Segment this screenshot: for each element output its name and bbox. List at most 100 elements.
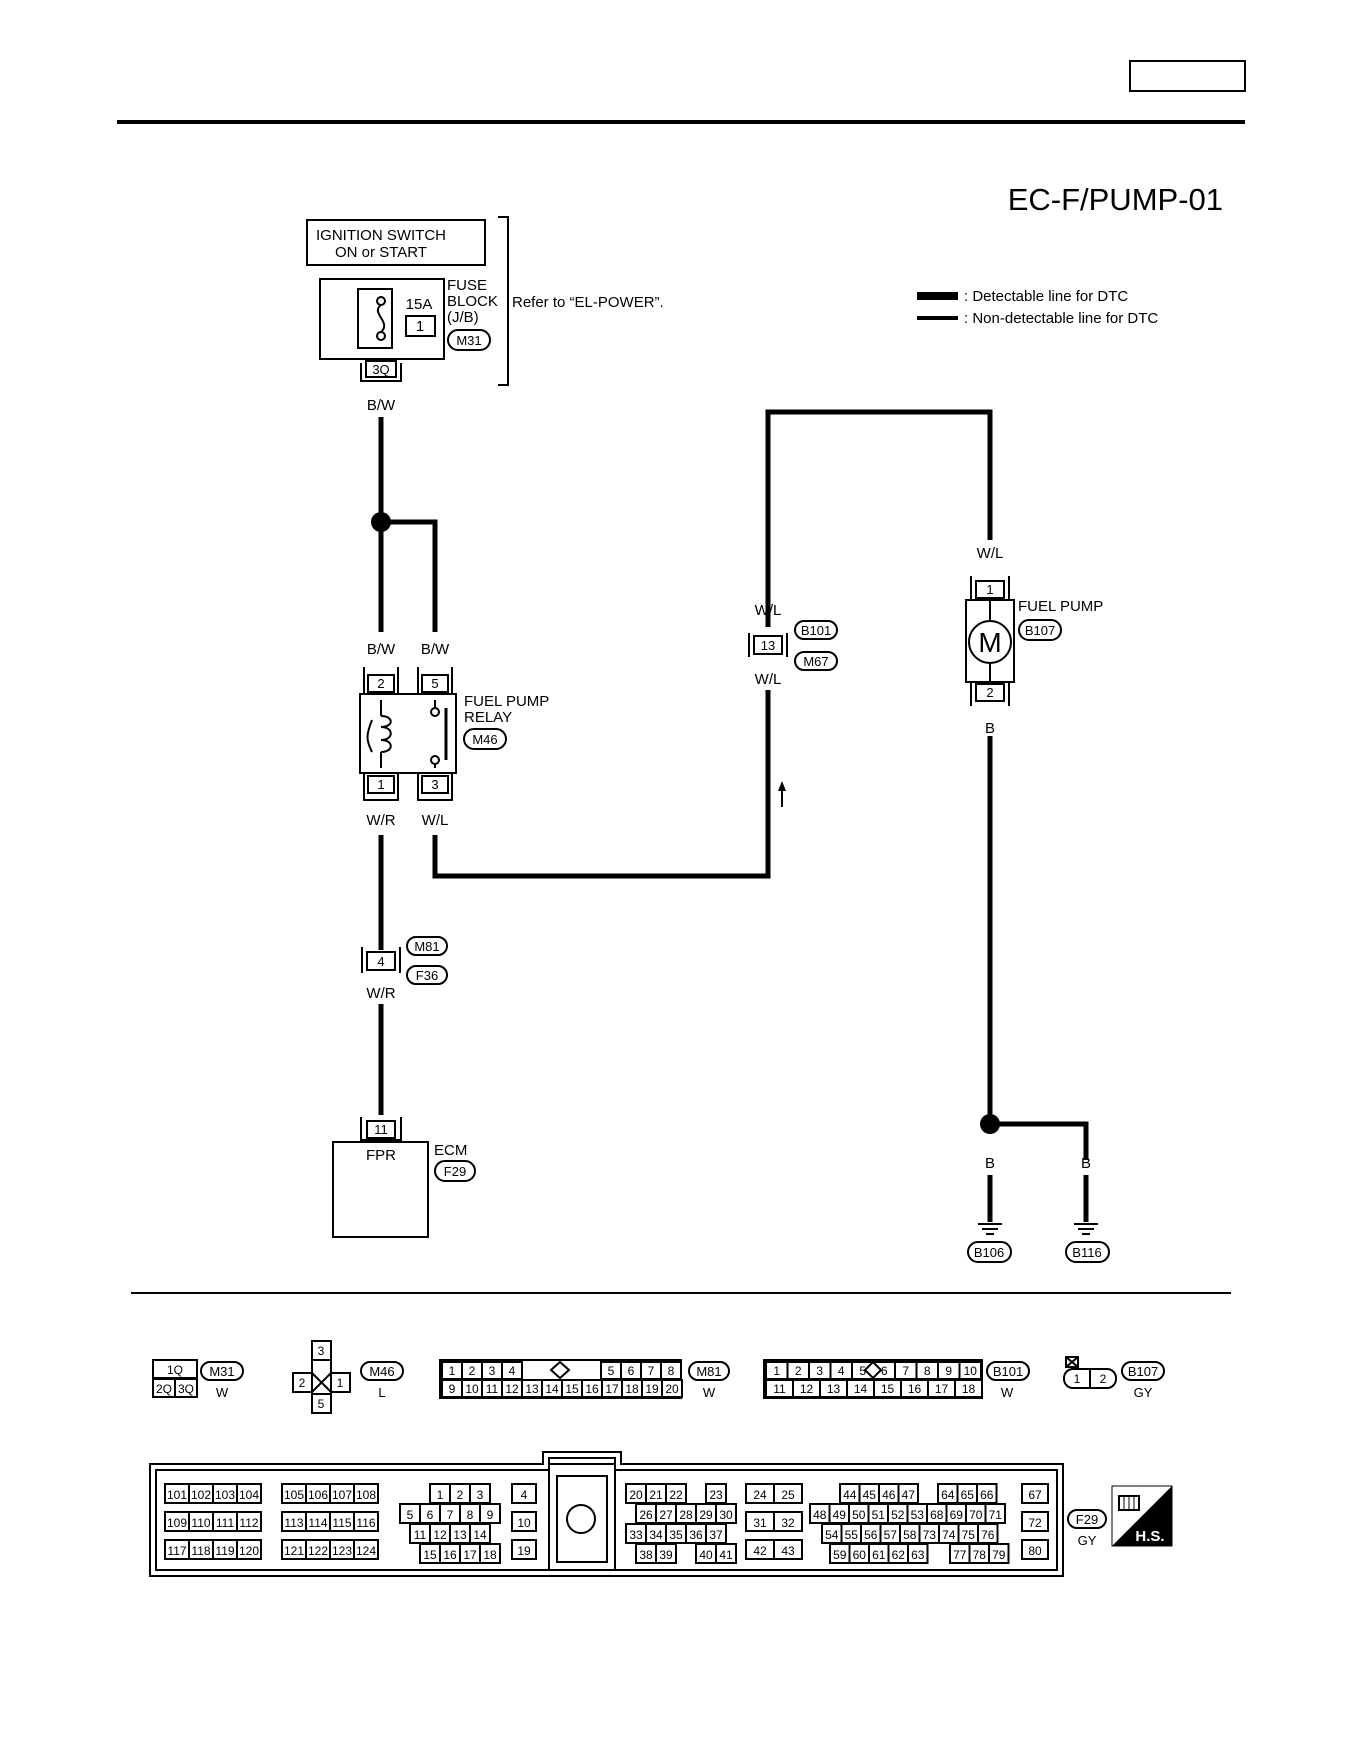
- pin-label: 4: [838, 1364, 845, 1378]
- pin-cell: [954, 1379, 983, 1398]
- pin-label: 55: [845, 1528, 859, 1542]
- pin-label: 18: [483, 1548, 497, 1562]
- pin-label: 43: [781, 1544, 795, 1558]
- pin-label: 53: [911, 1508, 925, 1522]
- pin-label: 14: [545, 1382, 559, 1396]
- diagram-id: EC-F/PUMP-01: [1008, 182, 1223, 217]
- svg-text:B116: B116: [1072, 1245, 1101, 1260]
- svg-text:L: L: [378, 1385, 385, 1400]
- fuel-pump: W/L 1 M 2 FUEL PUMP B107 B: [965, 545, 1103, 737]
- pin-label: 4: [521, 1488, 528, 1502]
- pin-label: 120: [239, 1544, 259, 1558]
- svg-text:2: 2: [986, 685, 993, 700]
- wires: [371, 409, 1089, 1222]
- pin-label: 39: [659, 1548, 673, 1562]
- pin-label: 10: [517, 1516, 531, 1530]
- pin-label: 59: [833, 1548, 847, 1562]
- pin-label: 11: [414, 1528, 427, 1542]
- pin-label: 117: [167, 1544, 186, 1558]
- connector-view-b107: 1 2 B107 GY: [1063, 1356, 1165, 1400]
- pin-label: 75: [962, 1528, 976, 1542]
- pin-label: 16: [908, 1382, 922, 1396]
- grounds: B B B106 B116: [967, 1155, 1110, 1263]
- svg-text:BLOCK: BLOCK: [447, 293, 498, 310]
- svg-text:FUEL PUMP: FUEL PUMP: [1018, 598, 1103, 615]
- svg-text:2: 2: [377, 676, 384, 691]
- pin-label: 60: [853, 1548, 867, 1562]
- pin-label: 51: [872, 1508, 886, 1522]
- pin-label: 54: [825, 1528, 839, 1542]
- pin-label: 111: [216, 1516, 235, 1530]
- pin-label: 119: [215, 1544, 234, 1558]
- svg-text:2: 2: [299, 1376, 306, 1390]
- wire-label-wl-pump: W/L: [977, 545, 1004, 562]
- pin-cell: [661, 1379, 683, 1398]
- pin-label: 62: [892, 1548, 906, 1562]
- motor-icon: [968, 620, 1012, 664]
- pin-label: 8: [668, 1364, 675, 1378]
- pin-label: 104: [239, 1488, 259, 1502]
- pin-label: 40: [699, 1548, 713, 1562]
- svg-text:RELAY: RELAY: [464, 709, 512, 726]
- pin-cell: [511, 1539, 537, 1560]
- pin-label: 61: [872, 1548, 886, 1562]
- svg-text:1: 1: [377, 777, 384, 792]
- pin-label: 26: [639, 1508, 653, 1522]
- wire-label-wl-junction-top: W/L: [755, 602, 782, 619]
- pin-label: 7: [902, 1364, 909, 1378]
- relay-coil-icon: [380, 715, 392, 753]
- svg-text:3Q: 3Q: [178, 1382, 194, 1396]
- wire-label-wl-junction-bottom: W/L: [755, 671, 782, 688]
- pin-label: 29: [699, 1508, 713, 1522]
- svg-text:ON or START: ON or START: [335, 244, 427, 261]
- wire-label-b-ground-left: B: [985, 1155, 995, 1172]
- pin-label: 64: [941, 1488, 955, 1502]
- legend-non-detectable: : Non-detectable line for DTC: [964, 310, 1158, 327]
- page-number-box: [1129, 60, 1246, 92]
- wire-label-wl-relay: W/L: [422, 812, 449, 829]
- svg-text:F29: F29: [1076, 1512, 1098, 1527]
- fuse-connector-label: M31: [456, 333, 481, 348]
- svg-text:B107: B107: [1128, 1364, 1158, 1379]
- fuel-pump-relay: B/W B/W 2 5 1 3 FUEL PUMP RELAY M46 W/R …: [359, 641, 549, 829]
- pin-cell: [1021, 1511, 1049, 1532]
- pin-label: 2: [457, 1488, 464, 1502]
- pin-label: 74: [942, 1528, 956, 1542]
- pin-label: 44: [843, 1488, 857, 1502]
- pin-label: 17: [605, 1382, 619, 1396]
- junction-m81-f36: 4 M81 F36 W/R: [361, 936, 448, 1002]
- pin-label: 41: [719, 1548, 733, 1562]
- svg-text:B101: B101: [801, 623, 831, 638]
- svg-text:2: 2: [1100, 1372, 1107, 1386]
- pin-label: 35: [669, 1528, 683, 1542]
- pin-label: 33: [629, 1528, 643, 1542]
- svg-text:FPR: FPR: [366, 1147, 396, 1164]
- pin-label: 3: [489, 1364, 496, 1378]
- pin-label: 58: [903, 1528, 917, 1542]
- pin-label: 103: [215, 1488, 235, 1502]
- svg-text:B101: B101: [993, 1364, 1023, 1379]
- pin-label: 68: [930, 1508, 944, 1522]
- svg-text:M81: M81: [696, 1364, 721, 1379]
- pin-label: 3: [816, 1364, 823, 1378]
- key-diamond: [863, 1360, 883, 1380]
- pin-label: 63: [911, 1548, 925, 1562]
- svg-text:3: 3: [318, 1344, 325, 1358]
- svg-text:M46: M46: [369, 1364, 394, 1379]
- pin-label: 45: [863, 1488, 877, 1502]
- ignition-switch: IGNITION SWITCH ON or START: [306, 219, 486, 266]
- pin-label: 17: [935, 1382, 949, 1396]
- pin-label: 13: [525, 1382, 539, 1396]
- pin-label: 113: [284, 1516, 303, 1530]
- pin-label: 106: [308, 1488, 328, 1502]
- pin-label: 77: [953, 1548, 967, 1562]
- wire-label-b-pump: B: [985, 720, 995, 737]
- pin-label: 114: [308, 1516, 327, 1530]
- pin-label: 12: [505, 1382, 519, 1396]
- svg-text:5: 5: [431, 676, 438, 691]
- pin-label: 57: [884, 1528, 898, 1542]
- pin-label: 56: [864, 1528, 878, 1542]
- pin-label: 42: [753, 1544, 767, 1558]
- pin-label: 16: [585, 1382, 599, 1396]
